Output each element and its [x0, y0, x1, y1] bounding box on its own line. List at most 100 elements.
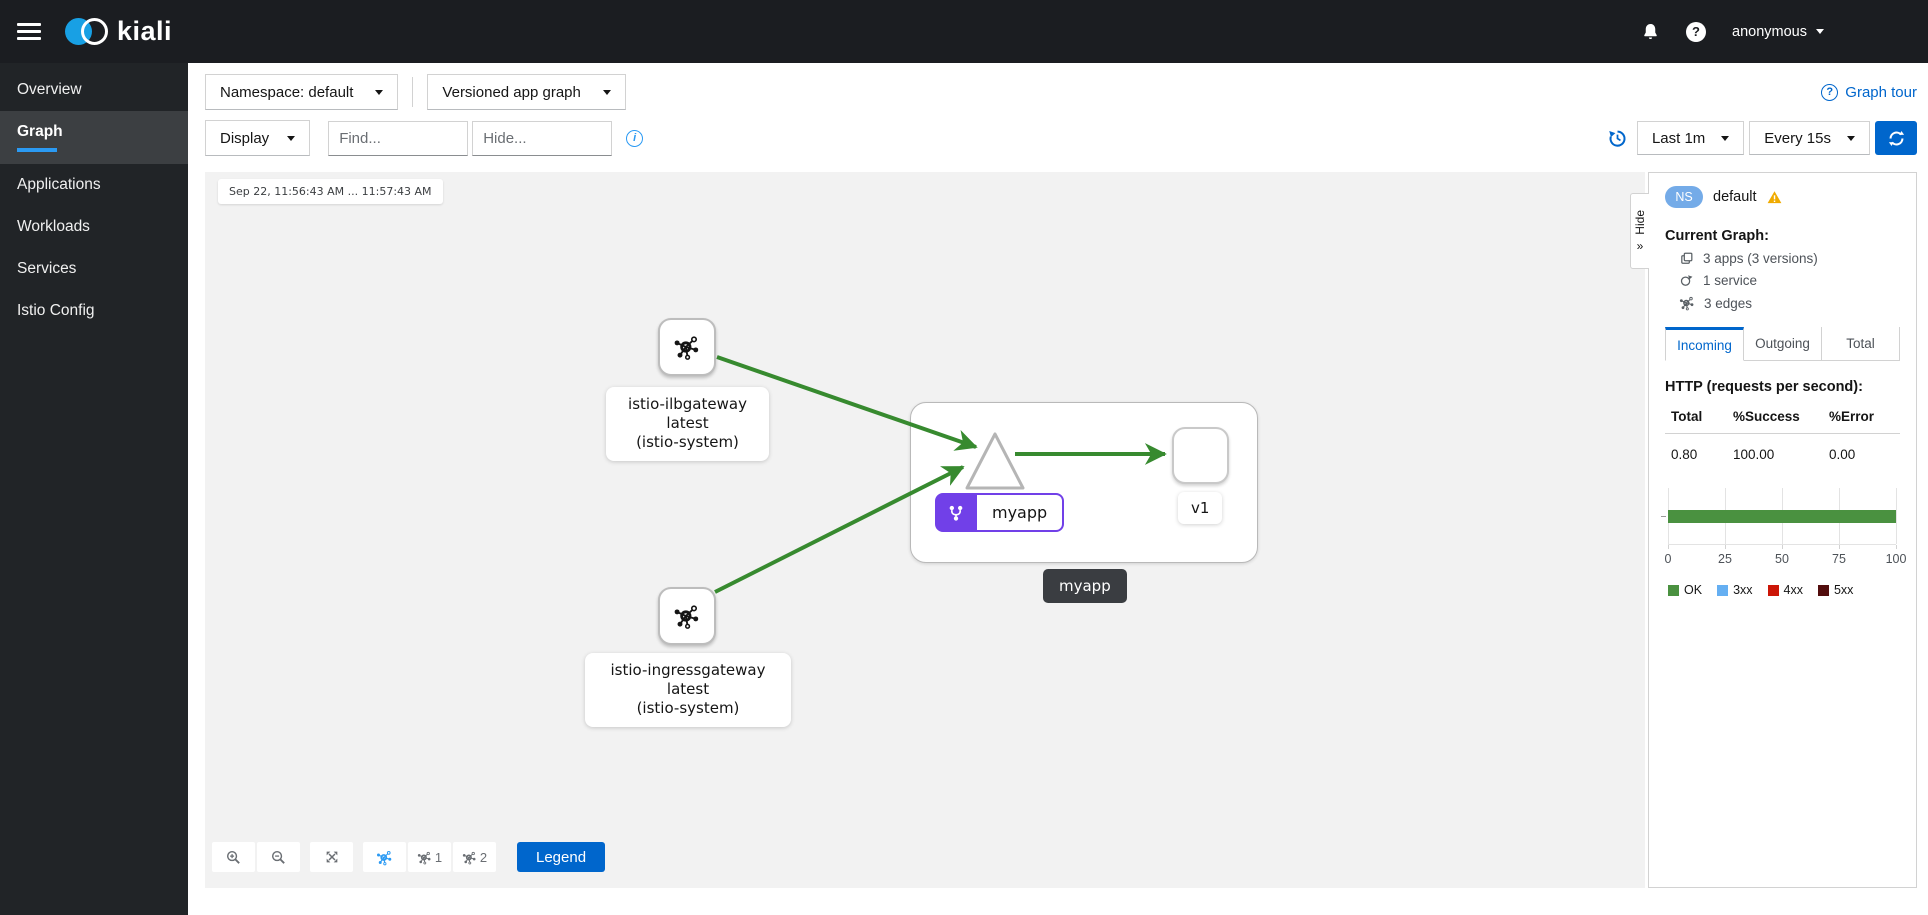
chevron-down-icon — [375, 89, 384, 95]
sync-icon — [1888, 130, 1904, 146]
x-axis-ticks — [1668, 545, 1897, 549]
legend-item-4xx: 4xx — [1767, 583, 1803, 597]
tab-outgoing[interactable]: Outgoing — [1744, 327, 1822, 361]
summary-panel: Hide » NS default Current Graph: — [1630, 172, 1917, 888]
double-chevron-right-icon: » — [1636, 238, 1644, 253]
legend-item-ok: OK — [1668, 583, 1702, 597]
chevron-down-icon — [1816, 29, 1824, 34]
layout-2-label: 2 — [479, 849, 488, 865]
hamburger-menu-icon[interactable] — [17, 23, 41, 40]
legend-item-3xx: 3xx — [1717, 583, 1753, 597]
question-circle-icon: ? — [1821, 83, 1839, 101]
hide-panel-tab[interactable]: Hide » — [1630, 193, 1649, 269]
app-badge-label: myapp — [977, 493, 1065, 532]
namespace-badge: NS — [1665, 186, 1703, 208]
namespace-dropdown[interactable]: Namespace: default — [205, 74, 399, 110]
zoom-to-fit-button[interactable] — [310, 842, 353, 872]
chart-plot-area — [1661, 488, 1897, 545]
3xx-color-swatch — [1717, 584, 1729, 596]
chart-legend: OK 3xx 4xx 5xx — [1668, 583, 1896, 597]
layout-1-button[interactable]: 1 — [408, 842, 451, 872]
display-dropdown[interactable]: Display — [205, 120, 311, 156]
refresh-interval-dropdown[interactable]: Every 15s — [1749, 121, 1870, 155]
x-axis-labels: 0 25 50 75 100 — [1664, 552, 1907, 566]
hide-panel-label: Hide — [1633, 210, 1647, 235]
edges-mesh-icon — [1679, 296, 1695, 311]
node-istio-ingressgateway[interactable] — [658, 587, 716, 645]
graph-layout-icon — [417, 851, 432, 865]
layout-1-label: 1 — [434, 849, 443, 865]
sidebar-item-overview[interactable]: Overview — [17, 81, 82, 98]
app-version-branch-icon — [935, 493, 977, 532]
legend-item-5xx: 5xx — [1817, 583, 1853, 597]
node-label-istio-ilbgateway: istio-ilbgateway latest (istio-system) — [606, 387, 769, 461]
zoom-out-button[interactable] — [257, 842, 300, 872]
5xx-color-swatch — [1817, 584, 1829, 596]
user-menu[interactable]: anonymous — [1732, 24, 1824, 40]
zoom-in-button[interactable] — [212, 842, 255, 872]
sidebar-item-graph[interactable]: Graph — [0, 111, 188, 164]
group-hover-label: myapp — [1043, 569, 1127, 603]
user-name: anonymous — [1732, 23, 1807, 40]
sidebar-item-services[interactable]: Services — [17, 259, 77, 277]
zoom-out-icon — [271, 850, 285, 864]
stat-edges: 3 edges — [1679, 295, 1900, 311]
stat-apps: 3 apps (3 versions) — [1679, 251, 1900, 266]
zoom-in-icon — [226, 850, 240, 864]
expand-arrows-icon — [326, 851, 337, 863]
refresh-button[interactable] — [1875, 121, 1917, 155]
error-pct-value: 0.00 — [1829, 447, 1856, 462]
sidebar: Overview Graph Applications Workloads Se… — [0, 63, 188, 915]
active-nav-underline — [17, 148, 57, 152]
app-badge-myapp[interactable]: myapp — [935, 493, 1065, 532]
hide-input[interactable] — [472, 120, 613, 156]
y-axis-tick — [1661, 516, 1666, 517]
sidebar-item-workloads[interactable]: Workloads — [17, 217, 90, 235]
tab-total[interactable]: Total — [1822, 327, 1900, 361]
http-table-values: 0.80 100.00 0.00 — [1665, 434, 1900, 462]
sidebar-item-applications[interactable]: Applications — [17, 175, 101, 193]
masthead: kiali ? anonymous — [0, 0, 1928, 63]
duration-dropdown[interactable]: Last 1m — [1636, 121, 1745, 155]
find-input[interactable] — [328, 120, 469, 156]
ok-color-swatch — [1668, 584, 1679, 596]
brand-name: kiali — [117, 16, 173, 46]
time-range-label: Sep 22, 11:56:43 AM ... 11:57:43 AM — [218, 179, 443, 204]
current-graph-title: Current Graph: — [1665, 228, 1769, 244]
success-pct-value: 100.00 — [1733, 447, 1775, 462]
warning-triangle-icon[interactable] — [1767, 190, 1782, 205]
node-label-v1: v1 — [1178, 492, 1223, 524]
layout-2-button[interactable]: 2 — [453, 842, 496, 872]
graph-canvas[interactable]: Sep 22, 11:56:43 AM ... 11:57:43 AM isti… — [205, 172, 1645, 888]
main-area: Namespace: default Versioned app graph ?… — [188, 63, 1928, 915]
graph-tour-link[interactable]: ? Graph tour — [1821, 83, 1917, 101]
toolbar-divider — [412, 77, 414, 107]
layout-default-button[interactable] — [363, 842, 406, 872]
chevron-down-icon — [287, 135, 296, 141]
chevron-down-icon — [1847, 135, 1855, 141]
graph-layout-icon — [462, 851, 477, 865]
bell-icon[interactable] — [1641, 22, 1660, 41]
service-icon — [1680, 275, 1693, 286]
http-table-header: Total %Success %Error — [1665, 409, 1900, 434]
total-rps-value: 0.80 — [1671, 447, 1698, 462]
node-istio-ilbgateway[interactable] — [658, 318, 716, 376]
mesh-node-icon — [673, 335, 700, 361]
tab-incoming[interactable]: Incoming — [1665, 327, 1744, 361]
logo-circle-outline — [81, 18, 108, 45]
info-icon[interactable]: i — [626, 129, 644, 147]
chevron-down-icon — [602, 89, 611, 95]
node-version-v1[interactable] — [1172, 427, 1229, 484]
traffic-tabs: Incoming Outgoing Total — [1665, 327, 1900, 361]
kiali-logo: kiali — [65, 16, 172, 47]
legend-button[interactable]: Legend — [517, 842, 606, 872]
traffic-distribution-chart: 0 25 50 75 100 OK 3xx 4xx 5xx — [1661, 488, 1907, 597]
graph-type-dropdown[interactable]: Versioned app graph — [427, 74, 626, 110]
graph-layout-icon — [376, 850, 393, 866]
applications-icon — [1681, 252, 1693, 264]
sidebar-item-istio-config[interactable]: Istio Config — [17, 301, 95, 319]
graph-controls: 1 2 Legend — [212, 842, 606, 872]
stat-services: 1 service — [1679, 273, 1900, 288]
help-icon[interactable]: ? — [1686, 21, 1707, 42]
history-icon[interactable] — [1607, 128, 1628, 149]
